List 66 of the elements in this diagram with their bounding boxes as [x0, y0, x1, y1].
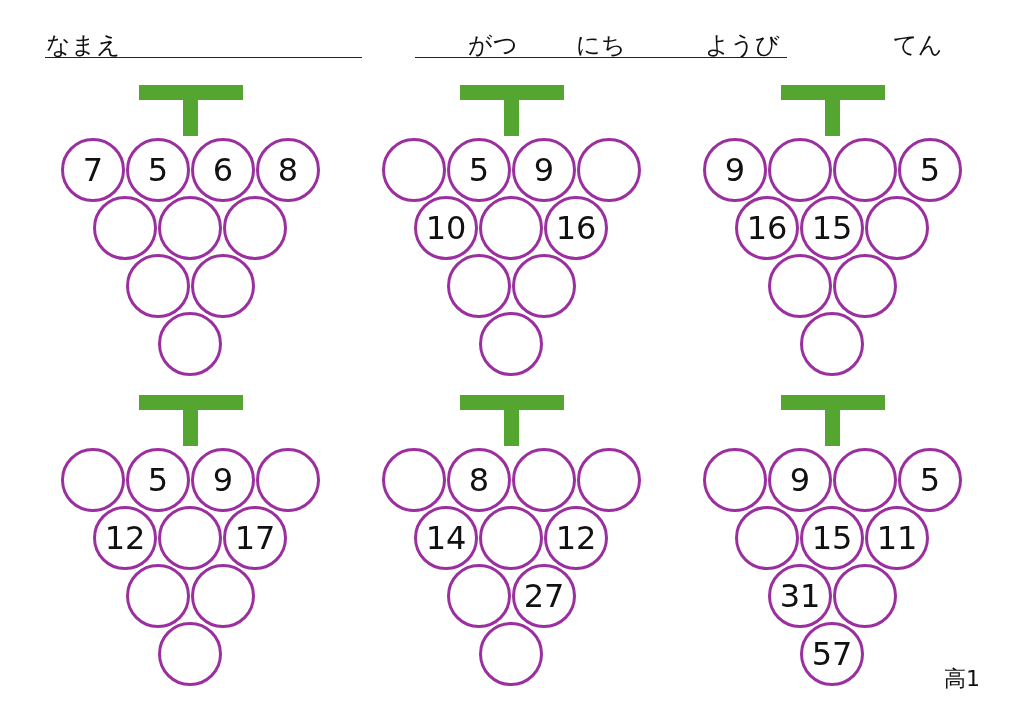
- number-circle: 5: [898, 138, 962, 202]
- answer-circle: [191, 564, 255, 628]
- answer-circle: [768, 254, 832, 318]
- answer-circle: [833, 448, 897, 512]
- answer-circle: [158, 506, 222, 570]
- answer-circle: [735, 506, 799, 570]
- answer-circle: [447, 254, 511, 318]
- number-circle: 15: [800, 196, 864, 260]
- number-circle: 10: [414, 196, 478, 260]
- number-circle: 6: [191, 138, 255, 202]
- answer-circle: [93, 196, 157, 260]
- name-label: なまえ: [46, 33, 121, 57]
- number-circle: 14: [414, 506, 478, 570]
- answer-circle: [512, 448, 576, 512]
- number-circle: 5: [898, 448, 962, 512]
- answer-circle: [223, 196, 287, 260]
- number-circle: 17: [223, 506, 287, 570]
- answer-circle: [256, 448, 320, 512]
- number-circle: 31: [768, 564, 832, 628]
- number-circle: 5: [126, 448, 190, 512]
- number-circle: 5: [447, 138, 511, 202]
- number-circle: 7: [61, 138, 125, 202]
- number-circle: 9: [768, 448, 832, 512]
- answer-circle: [479, 312, 543, 376]
- number-circle: 16: [735, 196, 799, 260]
- answer-circle: [382, 448, 446, 512]
- answer-circle: [512, 254, 576, 318]
- number-circle: 8: [256, 138, 320, 202]
- answer-circle: [768, 138, 832, 202]
- answer-circle: [479, 622, 543, 686]
- number-circle: 12: [544, 506, 608, 570]
- answer-circle: [447, 564, 511, 628]
- answer-circle: [191, 254, 255, 318]
- number-circle: 9: [512, 138, 576, 202]
- answer-circle: [577, 448, 641, 512]
- number-circle: 9: [703, 138, 767, 202]
- answer-circle: [800, 312, 864, 376]
- answer-circle: [865, 196, 929, 260]
- date-label: にち: [576, 33, 626, 57]
- answer-circle: [479, 196, 543, 260]
- number-circle: 15: [800, 506, 864, 570]
- number-circle: 8: [447, 448, 511, 512]
- number-circle: 11: [865, 506, 929, 570]
- number-circle: 57: [800, 622, 864, 686]
- answer-circle: [61, 448, 125, 512]
- date-label: ようび: [705, 33, 780, 57]
- number-circle: 12: [93, 506, 157, 570]
- answer-circle: [833, 138, 897, 202]
- answer-circle: [126, 254, 190, 318]
- answer-circle: [158, 622, 222, 686]
- answer-circle: [479, 506, 543, 570]
- grade-label: 高1: [944, 668, 980, 690]
- answer-circle: [126, 564, 190, 628]
- answer-circle: [833, 254, 897, 318]
- answer-circle: [158, 196, 222, 260]
- number-circle: 16: [544, 196, 608, 260]
- answer-circle: [382, 138, 446, 202]
- number-circle: 9: [191, 448, 255, 512]
- date-label: がつ: [468, 33, 518, 57]
- number-circle: 5: [126, 138, 190, 202]
- answer-circle: [158, 312, 222, 376]
- answer-circle: [703, 448, 767, 512]
- answer-circle: [577, 138, 641, 202]
- answer-circle: [833, 564, 897, 628]
- number-circle: 27: [512, 564, 576, 628]
- score-label: てん: [893, 33, 943, 57]
